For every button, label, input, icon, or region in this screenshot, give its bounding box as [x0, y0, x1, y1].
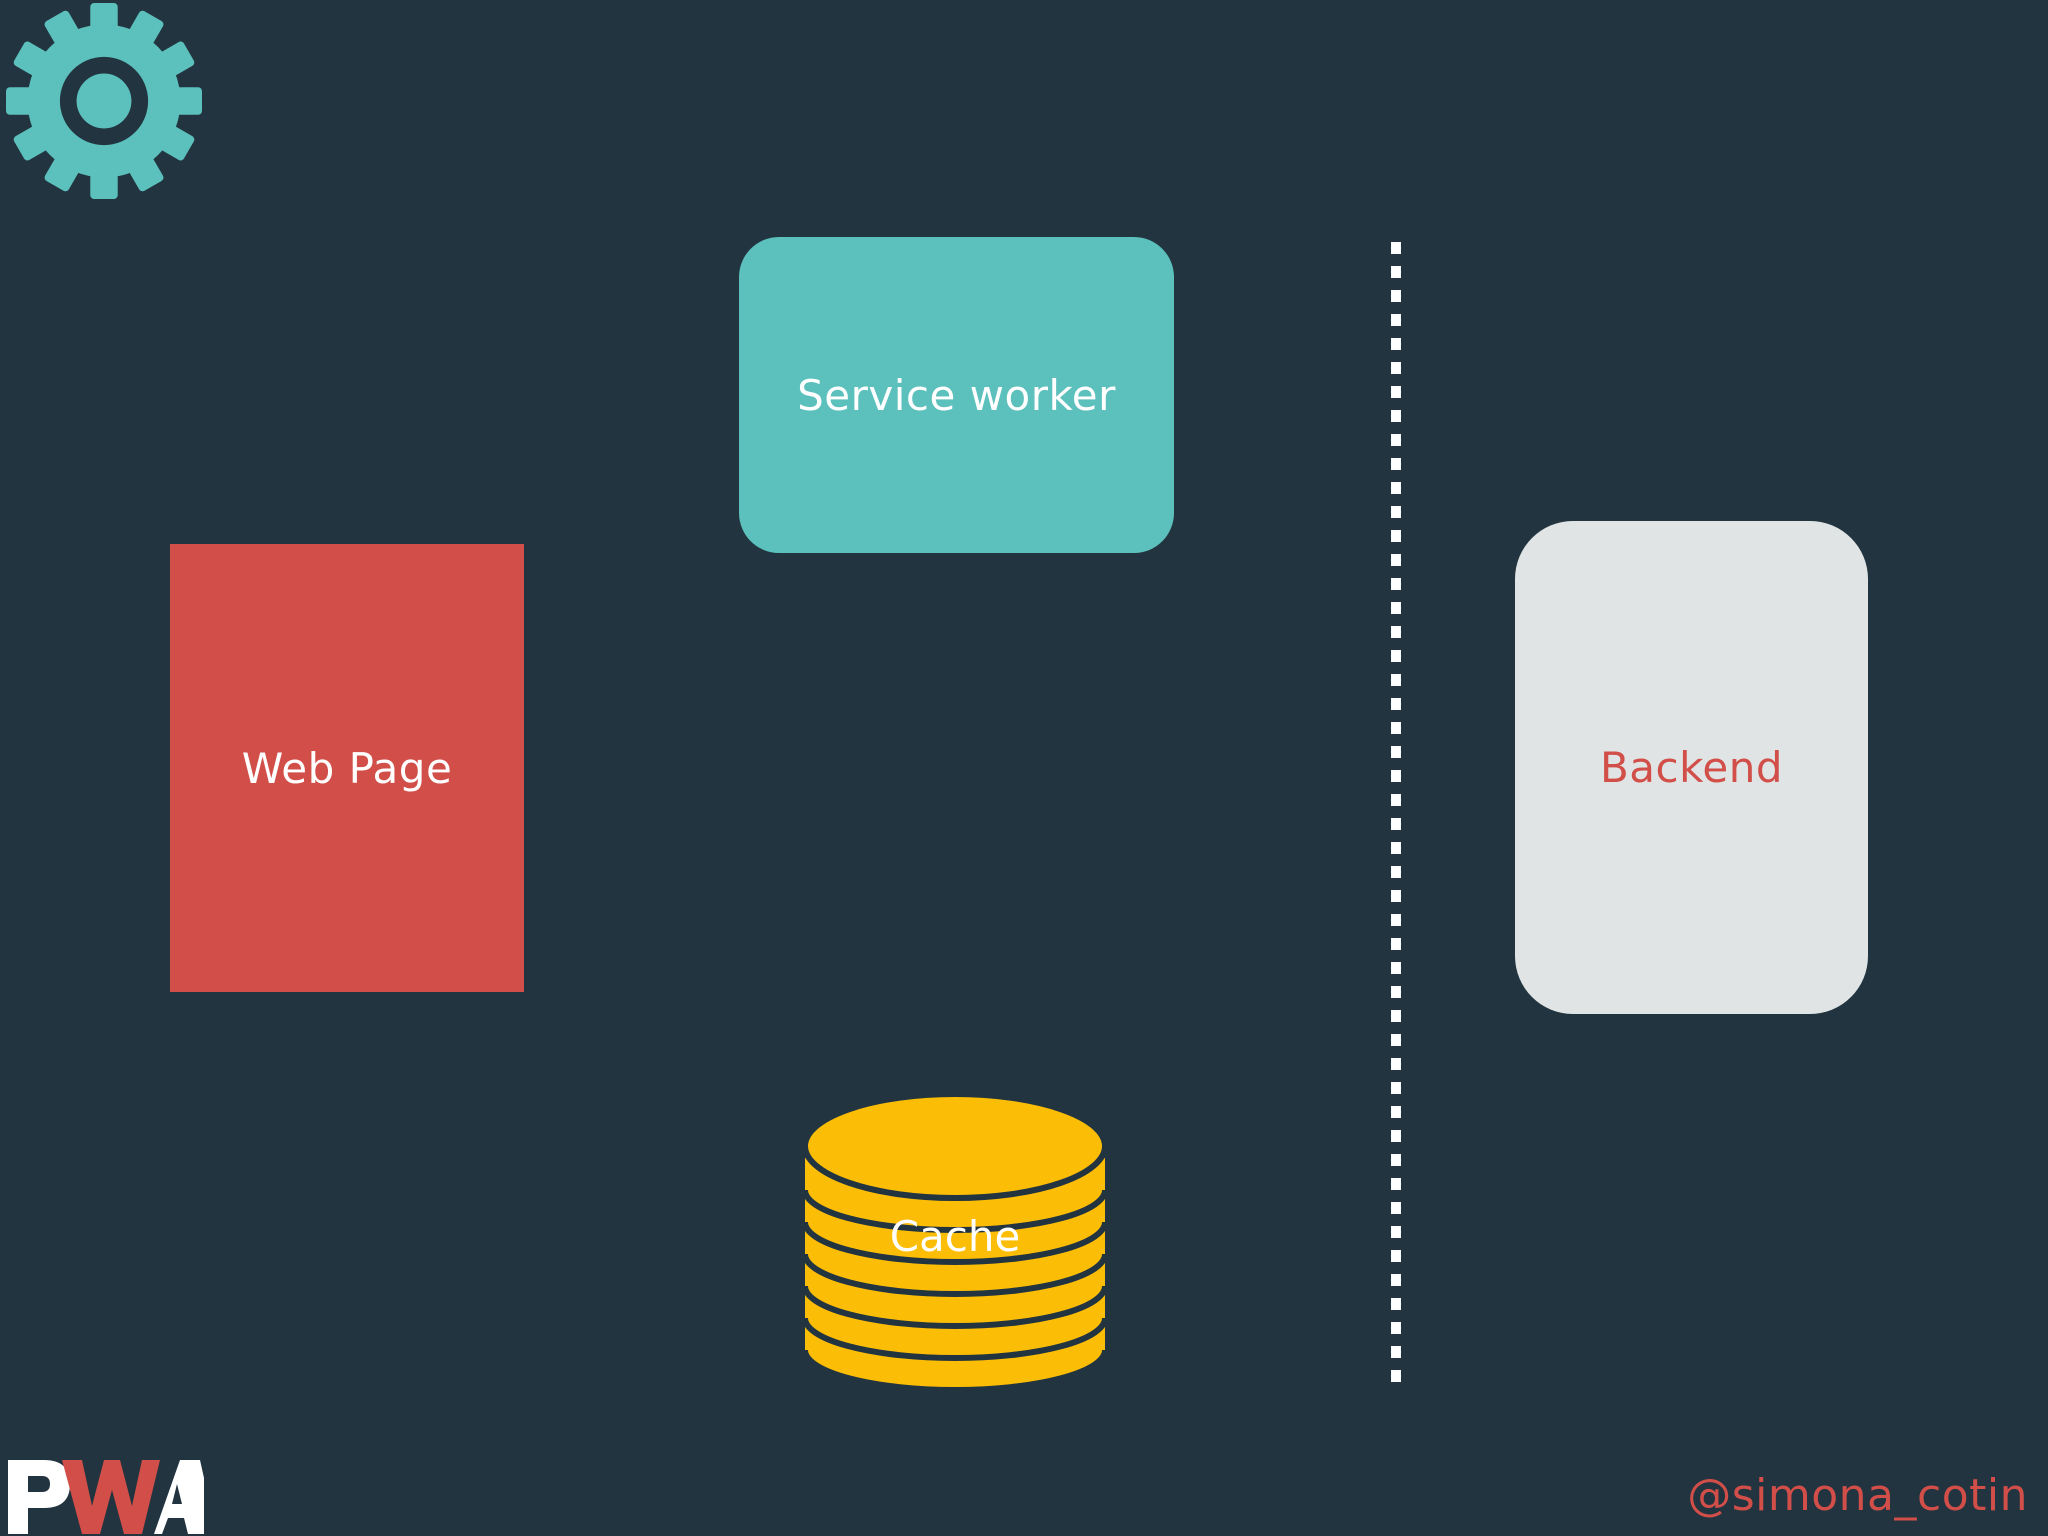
service-worker-label: Service worker: [797, 370, 1116, 420]
web-page-node: Web Page: [170, 544, 524, 992]
author-handle: @simona_cotin: [1687, 1470, 2028, 1521]
gear-icon: [6, 3, 202, 199]
backend-node: Backend: [1515, 521, 1868, 1014]
web-page-label: Web Page: [241, 743, 453, 793]
cache-label: Cache: [889, 1212, 1021, 1261]
pwa-logo: [8, 1460, 204, 1534]
backend-label: Backend: [1599, 743, 1784, 792]
database-icon: [802, 1091, 1108, 1393]
service-worker-node: Service worker: [739, 237, 1174, 553]
network-divider: [1391, 242, 1401, 1382]
